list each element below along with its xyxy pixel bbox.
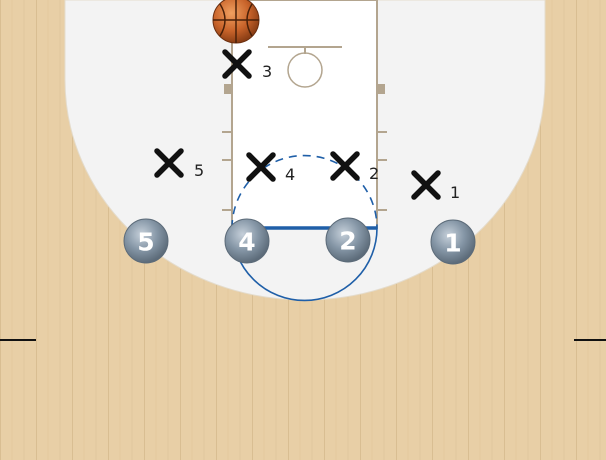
- lane-hash-marks: [222, 131, 387, 211]
- lane: [231, 0, 378, 229]
- defender-label: 5: [194, 161, 204, 180]
- defender-5: 5: [154, 148, 204, 180]
- defender-label: 4: [285, 165, 295, 184]
- defender-1: 1: [411, 170, 460, 202]
- offense-label: 2: [339, 227, 356, 256]
- offense-label: 5: [137, 228, 154, 257]
- x-mark-icon: [222, 49, 252, 79]
- circle-badge-icon: [325, 217, 371, 263]
- block-left: [224, 84, 232, 94]
- circle-badge-icon: [430, 219, 476, 265]
- circle-badge-icon: [123, 218, 169, 264]
- x-mark-icon: [246, 152, 276, 182]
- basketball-icon: [212, 0, 260, 44]
- defender-3: 3: [222, 49, 272, 81]
- block-right: [377, 84, 385, 94]
- x-mark-icon: [330, 151, 360, 181]
- free-throw-circle-top: [231, 154, 378, 229]
- circle-badge-icon: [224, 218, 270, 264]
- defender-4: 4: [246, 152, 295, 184]
- x-mark-icon: [411, 170, 441, 200]
- rim: [287, 52, 323, 88]
- defender-label: 3: [262, 62, 272, 81]
- offense-player-1: 1: [430, 219, 476, 265]
- offense-label: 4: [238, 228, 255, 257]
- offense-label: 1: [444, 229, 461, 258]
- offense-player-4: 4: [224, 218, 270, 264]
- offense-player-5: 5: [123, 218, 169, 264]
- defender-2: 2: [330, 151, 379, 183]
- x-mark-icon: [154, 148, 184, 178]
- defender-label: 1: [450, 183, 460, 202]
- defender-label: 2: [369, 164, 379, 183]
- offense-player-2: 2: [325, 217, 371, 263]
